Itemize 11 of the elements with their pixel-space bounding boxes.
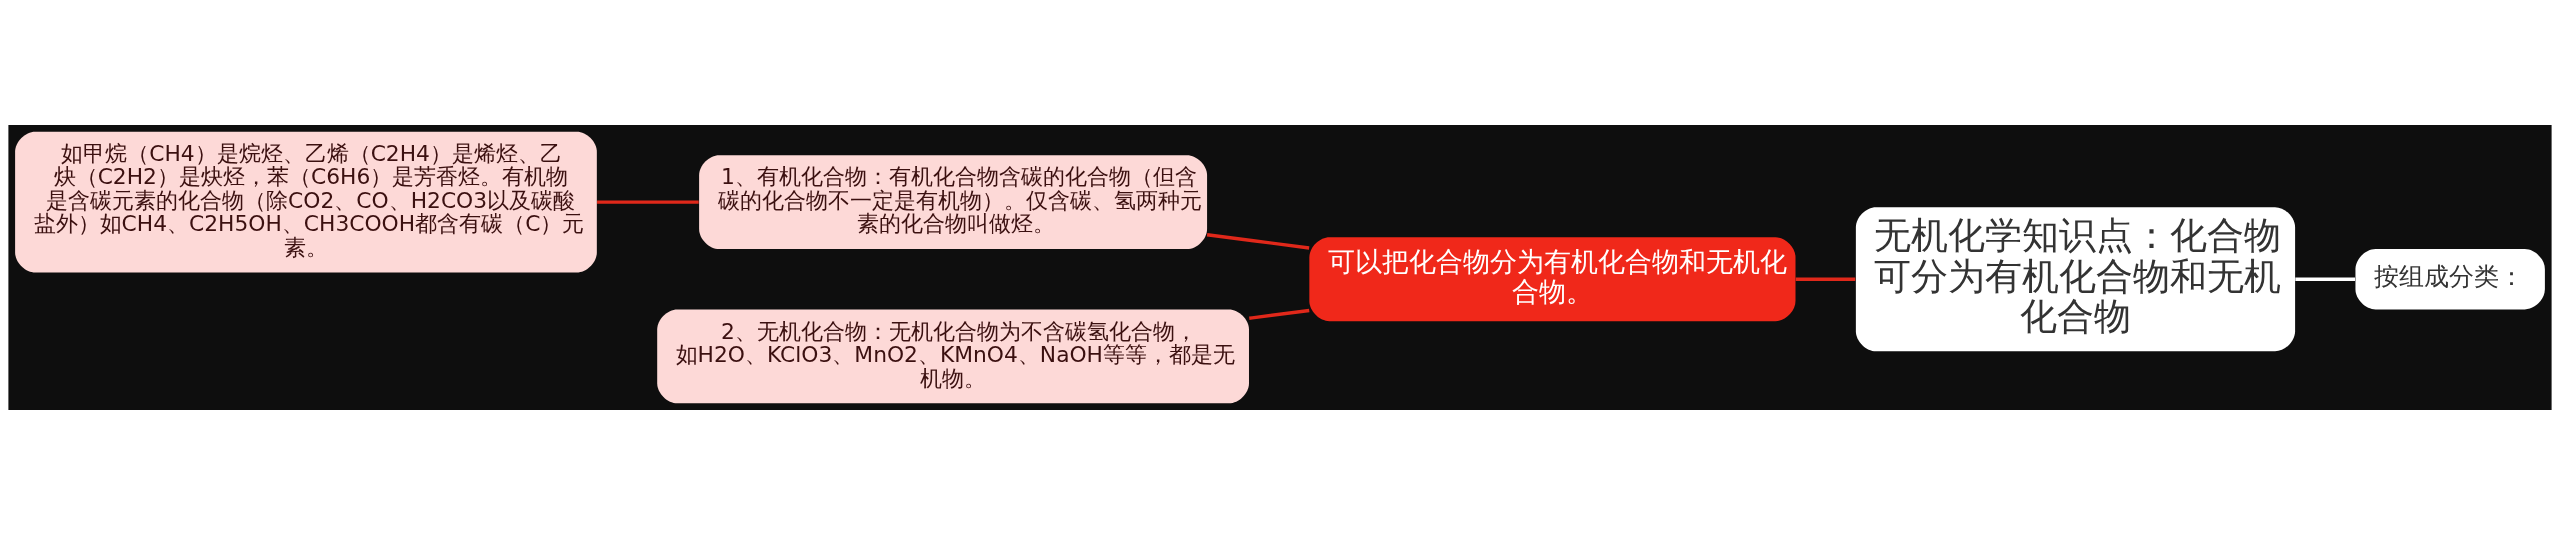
node-box: 可以把化合物分为有机化合物和无机化合物。 — [1309, 237, 1796, 322]
connector — [1206, 233, 1310, 250]
connector — [1795, 277, 1856, 281]
node-box: 如甲烷（CH4）是烷烃、乙烯（C2H4）是烯烃、乙炔（C2H2）是炔烃，苯（C6H6）是芳香烃。有机物是含碳元素的化合物（除CO2、CO、H2CO3以及碳酸盐外）如CH4、C2H5OH、CH3COOH都含有碳（C）元素。 — [15, 131, 597, 273]
connector — [2295, 277, 2356, 281]
connector — [597, 200, 699, 204]
connector — [1249, 308, 1310, 320]
node-box: 2、无机化合物：无机化合物为不含碳氢化合物，如H2O、KClO3、MnO2、KMnO4、NaOH等等，都是无机物。 — [657, 309, 1249, 404]
node-box: 无机化学知识点：化合物可分为有机化合物和无机化合物 — [1855, 207, 2296, 352]
node-box: 1、有机化合物：有机化合物含碳的化合物（但含碳的化合物不一定是有机物）。仅含碳、氢两种元素的化合物叫做烃。 — [699, 155, 1208, 250]
node-box: 按组成分类： — [2355, 249, 2545, 310]
